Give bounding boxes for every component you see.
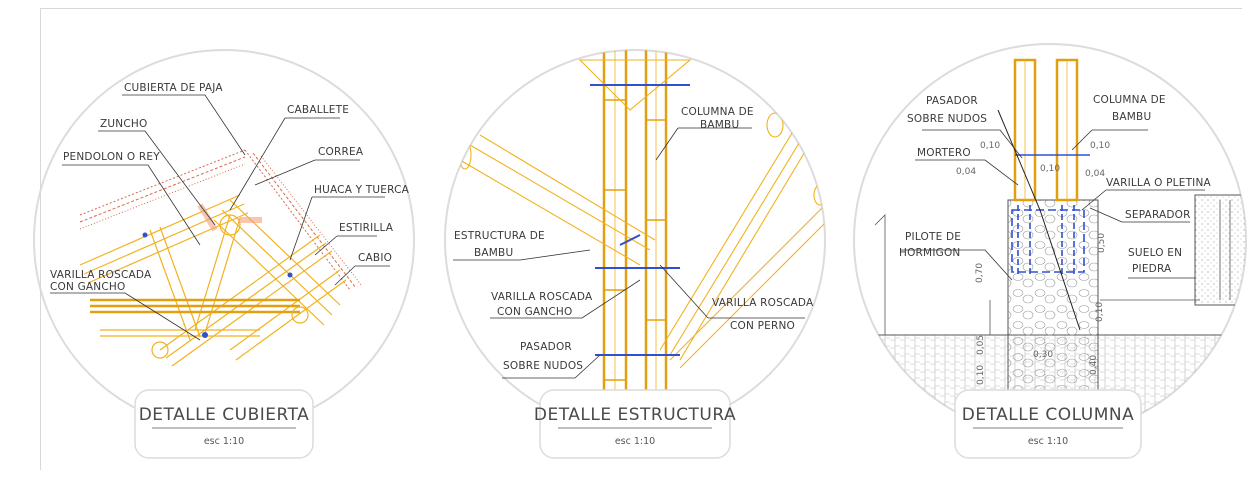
sheet-border-left (40, 8, 41, 470)
label-huaca-tuerca: HUACA Y TUERCA (314, 184, 410, 196)
detail-title: DETALLE ESTRUCTURA (534, 405, 736, 425)
label-varilla-gancho-1: VARILLA ROSCADA (491, 291, 593, 303)
label-varilla-perno-1: VARILLA ROSCADA (712, 297, 814, 309)
sheet-border-top (40, 8, 1242, 9)
label-varilla-roscada: VARILLA ROSCADA (50, 269, 152, 281)
title-plate-cubierta: DETALLE CUBIERTA esc 1:10 (134, 389, 314, 459)
label-caballete: CABALLETE (287, 104, 349, 116)
leader-lines (453, 127, 805, 379)
bolts (142, 232, 293, 338)
dim-label: 0,05 (976, 335, 986, 355)
dim-label: 0,50 (1097, 233, 1107, 253)
leader-lines (900, 129, 1205, 281)
dim-label: 0,10 (1040, 164, 1060, 174)
label-mortero: MORTERO (917, 147, 971, 159)
label-columna-de: COLUMNA DE (1093, 94, 1166, 106)
label-pendolon: PENDOLON O REY (63, 151, 160, 163)
label-sobre-nudos: SOBRE NUDOS (503, 360, 583, 372)
section-cut-line (997, 109, 1081, 331)
label-correa: CORREA (318, 146, 364, 158)
label-suelo-en: SUELO EN (1128, 247, 1182, 259)
detail-title: DETALLE COLUMNA (962, 405, 1134, 425)
label-pasador: PASADOR (926, 95, 978, 107)
dim-label: 0,10 (976, 365, 986, 385)
bolts (590, 84, 690, 356)
label-piedra: PIEDRA (1132, 263, 1172, 275)
dim-label: 0,04 (1085, 169, 1105, 179)
label-sobre-nudos: SOBRE NUDOS (907, 113, 987, 125)
label-con-gancho: CON GANCHO (50, 281, 125, 293)
label-hormigon: HORMIGON (899, 247, 960, 259)
dim-label: 0,04 (956, 167, 976, 177)
label-columna-de: COLUMNA DE (681, 106, 754, 118)
label-pasador: PASADOR (520, 341, 572, 353)
dim-label: 0,40 (1089, 355, 1099, 375)
label-varilla-gancho-2: CON GANCHO (497, 306, 572, 318)
label-varilla-pletina: VARILLA O PLETINA (1106, 177, 1212, 189)
label-estirilla: ESTIRILLA (339, 222, 394, 234)
bamboo-rafters (79, 194, 347, 367)
label-estructura-de: ESTRUCTURA DE (454, 230, 545, 242)
dim-label: 0,70 (975, 263, 985, 283)
label-cabio: CABIO (358, 252, 392, 264)
dimension-labels: 0,10 0,10 0,10 0,04 0,04 0,50 0,70 0,30 … (956, 141, 1110, 385)
dim-label: 0,10 (1095, 302, 1105, 322)
detail-scale: esc 1:10 (1028, 436, 1068, 447)
label-bambu: BAMBU (700, 119, 739, 131)
detail-title: DETALLE CUBIERTA (139, 405, 310, 425)
detail-scale: esc 1:10 (204, 436, 244, 447)
title-plate-estructura: DETALLE ESTRUCTURA esc 1:10 (534, 389, 736, 459)
dim-label: 0,10 (1090, 141, 1110, 151)
detail-circle (33, 49, 415, 431)
label-estructura-bambu: BAMBU (474, 247, 513, 259)
leader-lines (50, 94, 390, 341)
thatch-roof (79, 149, 363, 291)
label-bambu: BAMBU (1112, 111, 1151, 123)
detail-columna: PASADOR SOBRE NUDOS COLUMNA DE BAMBU MOR… (853, 43, 1247, 459)
label-pilote-de: PILOTE DE (905, 231, 961, 243)
label-separador: SEPARADOR (1125, 209, 1191, 221)
title-plate-columna: DETALLE COLUMNA esc 1:10 (954, 389, 1142, 459)
dim-label: 0,10 (980, 141, 1000, 151)
stone-soil (1194, 194, 1246, 306)
detail-estructura: COLUMNA DE BAMBU ESTRUCTURA DE BAMBU VAR… (444, 49, 826, 459)
bamboo-columns (1013, 58, 1079, 202)
dim-label: 0,30 (1033, 350, 1053, 360)
bamboo-columns (602, 50, 668, 430)
steel-bars (1011, 154, 1090, 275)
bamboo-diagonals (458, 59, 825, 369)
zuncho-strap (197, 203, 262, 232)
label-cubierta-paja: CUBIERTA DE PAJA (124, 82, 223, 94)
detail-scale: esc 1:10 (615, 436, 655, 447)
label-varilla-perno-2: CON PERNO (730, 320, 795, 332)
label-zuncho: ZUNCHO (100, 118, 147, 130)
detail-cubierta: CUBIERTA DE PAJA CABALLETE ZUNCHO CORREA… (33, 49, 415, 459)
